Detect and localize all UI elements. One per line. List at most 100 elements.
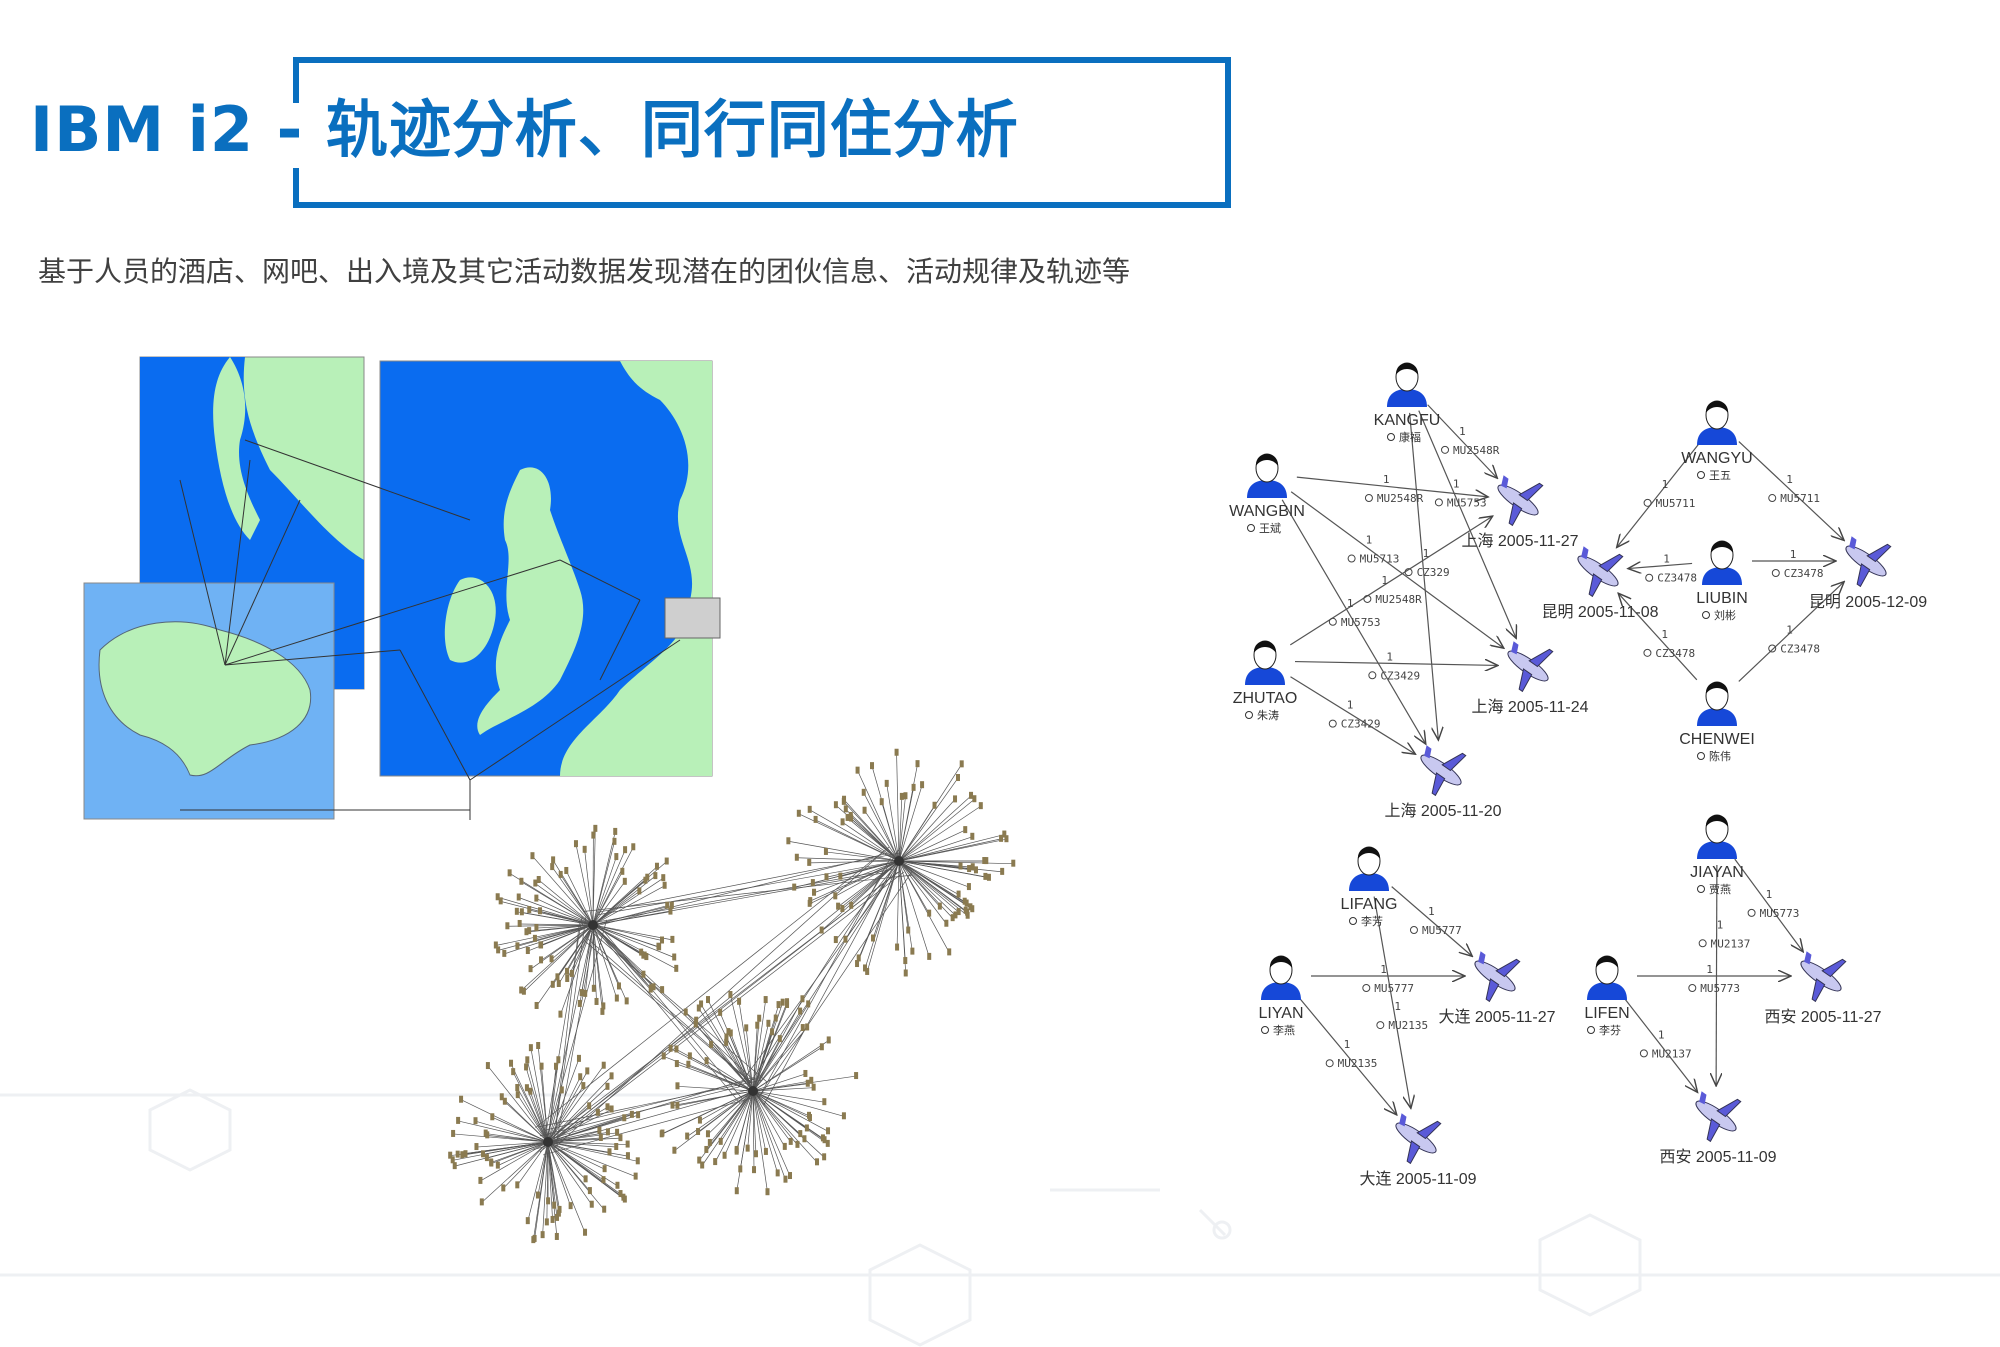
person-icon: [1247, 453, 1287, 498]
property-icon: [1261, 1026, 1269, 1034]
person-cn-name: 王五: [1709, 469, 1731, 482]
flight-node[interactable]: 昆明 2005-11-08: [1541, 535, 1659, 621]
link-line[interactable]: [1738, 582, 1844, 682]
property-icon: [1245, 711, 1253, 719]
link-line[interactable]: [1289, 516, 1492, 646]
link-line[interactable]: [1617, 444, 1699, 548]
cluster-entity-icon: [855, 766, 860, 774]
cluster-entity-icon: [539, 956, 544, 964]
link-line[interactable]: [1734, 858, 1803, 952]
flight-node[interactable]: 大连 2005-11-27: [1438, 940, 1556, 1026]
cluster-entity-icon: [614, 1142, 619, 1150]
cluster-entity-icon: [473, 1117, 478, 1125]
link-line[interactable]: [1373, 896, 1411, 1109]
link-line[interactable]: [1299, 998, 1397, 1115]
cluster-entity-icon: [531, 1236, 536, 1244]
flight-node[interactable]: 上海 2005-11-24: [1471, 630, 1589, 716]
cluster-entity-icon: [794, 853, 799, 861]
cluster-entity-icon: [463, 1150, 468, 1158]
cluster-entity-icon: [807, 858, 812, 866]
cluster-entity-icon: [966, 883, 971, 891]
flight-node[interactable]: 西安 2005-11-27: [1764, 940, 1882, 1026]
flight-node[interactable]: 上海 2005-11-20: [1384, 734, 1502, 820]
flight-node[interactable]: 西安 2005-11-09: [1659, 1080, 1777, 1166]
cluster-entity-icon: [519, 908, 524, 916]
cluster-entity-icon: [502, 1097, 507, 1105]
cluster-entity-icon: [822, 1098, 827, 1106]
cluster-entity-icon: [788, 1172, 793, 1180]
link-line[interactable]: [1391, 886, 1473, 957]
flight-icon: [1645, 573, 1654, 582]
cluster-entity-icon: [950, 914, 955, 922]
link-line[interactable]: [1618, 593, 1698, 681]
page-subtitle: 基于人员的酒店、网吧、出入境及其它活动数据发现潜在的团伙信息、活动规律及轨迹等: [38, 255, 1131, 288]
property-icon: [1387, 433, 1395, 441]
flight-node[interactable]: 昆明 2005-12-09: [1809, 525, 1927, 611]
link-line[interactable]: [1281, 499, 1426, 744]
link-line[interactable]: [1409, 412, 1439, 740]
cluster-entity-icon: [776, 1001, 781, 1009]
link-line[interactable]: [1427, 404, 1498, 478]
cluster-entity-icon: [605, 1128, 610, 1136]
link-flight-label: MU2548R: [1453, 444, 1500, 457]
flight-node-label: 西安 2005-11-27: [1764, 1008, 1881, 1026]
link-flight-label: MU2135: [1338, 1057, 1378, 1070]
flight-node[interactable]: 上海 2005-11-27: [1461, 464, 1579, 550]
cluster-entity-icon: [1002, 830, 1007, 838]
link-line[interactable]: [1290, 676, 1416, 754]
cluster-entity-icon: [636, 1111, 641, 1119]
link-line[interactable]: [1296, 476, 1488, 497]
cluster-entity-icon: [600, 1007, 605, 1015]
cluster-entity-icon: [527, 927, 532, 935]
link-count: 1: [1459, 425, 1466, 438]
cluster-entity-icon: [502, 949, 507, 957]
cluster-entity-icon: [683, 1008, 688, 1016]
link-line[interactable]: [1716, 864, 1717, 1086]
cluster-entity-icon: [707, 1138, 712, 1146]
link-flight-label: MU5713: [1360, 553, 1400, 566]
property-icon: [1697, 471, 1705, 479]
link-line[interactable]: [1290, 491, 1504, 648]
link-line[interactable]: [1418, 410, 1516, 639]
link-count: 1: [1706, 963, 1713, 976]
cluster-entity-icon: [591, 984, 596, 992]
cluster-entity-icon: [656, 942, 661, 950]
link-line[interactable]: [1738, 441, 1844, 541]
person-icon: [1349, 846, 1389, 891]
cluster-entity-icon: [583, 989, 588, 997]
link-line[interactable]: [1624, 999, 1697, 1093]
map-window-inset: [83, 582, 335, 820]
cluster-entity-icon: [773, 1014, 778, 1022]
cluster-entity-icon: [978, 802, 983, 810]
cluster-entity-icon: [854, 1072, 859, 1080]
cluster-entity-icon: [612, 837, 617, 845]
cluster-entity-icon: [474, 1143, 479, 1151]
flight-icon: [1347, 554, 1356, 563]
link-line[interactable]: [1628, 563, 1693, 568]
flight-node[interactable]: 大连 2005-11-09: [1359, 1102, 1477, 1188]
cluster-entity-icon: [842, 795, 847, 803]
cluster-entity-icon: [983, 872, 988, 880]
cluster-entity-icon: [849, 901, 854, 909]
cluster-entity-icon: [530, 852, 535, 860]
cluster-entity-icon: [806, 1000, 811, 1008]
cluster-entity-icon: [490, 1113, 495, 1121]
link-line[interactable]: [1294, 662, 1498, 666]
cluster-entity-icon: [536, 1041, 541, 1049]
cluster-entity-icon: [724, 1038, 729, 1046]
cluster-entity-icon: [515, 1181, 520, 1189]
cluster-entity-icon: [495, 893, 500, 901]
cluster-entity-icon: [587, 1187, 592, 1195]
property-icon: [1349, 917, 1357, 925]
